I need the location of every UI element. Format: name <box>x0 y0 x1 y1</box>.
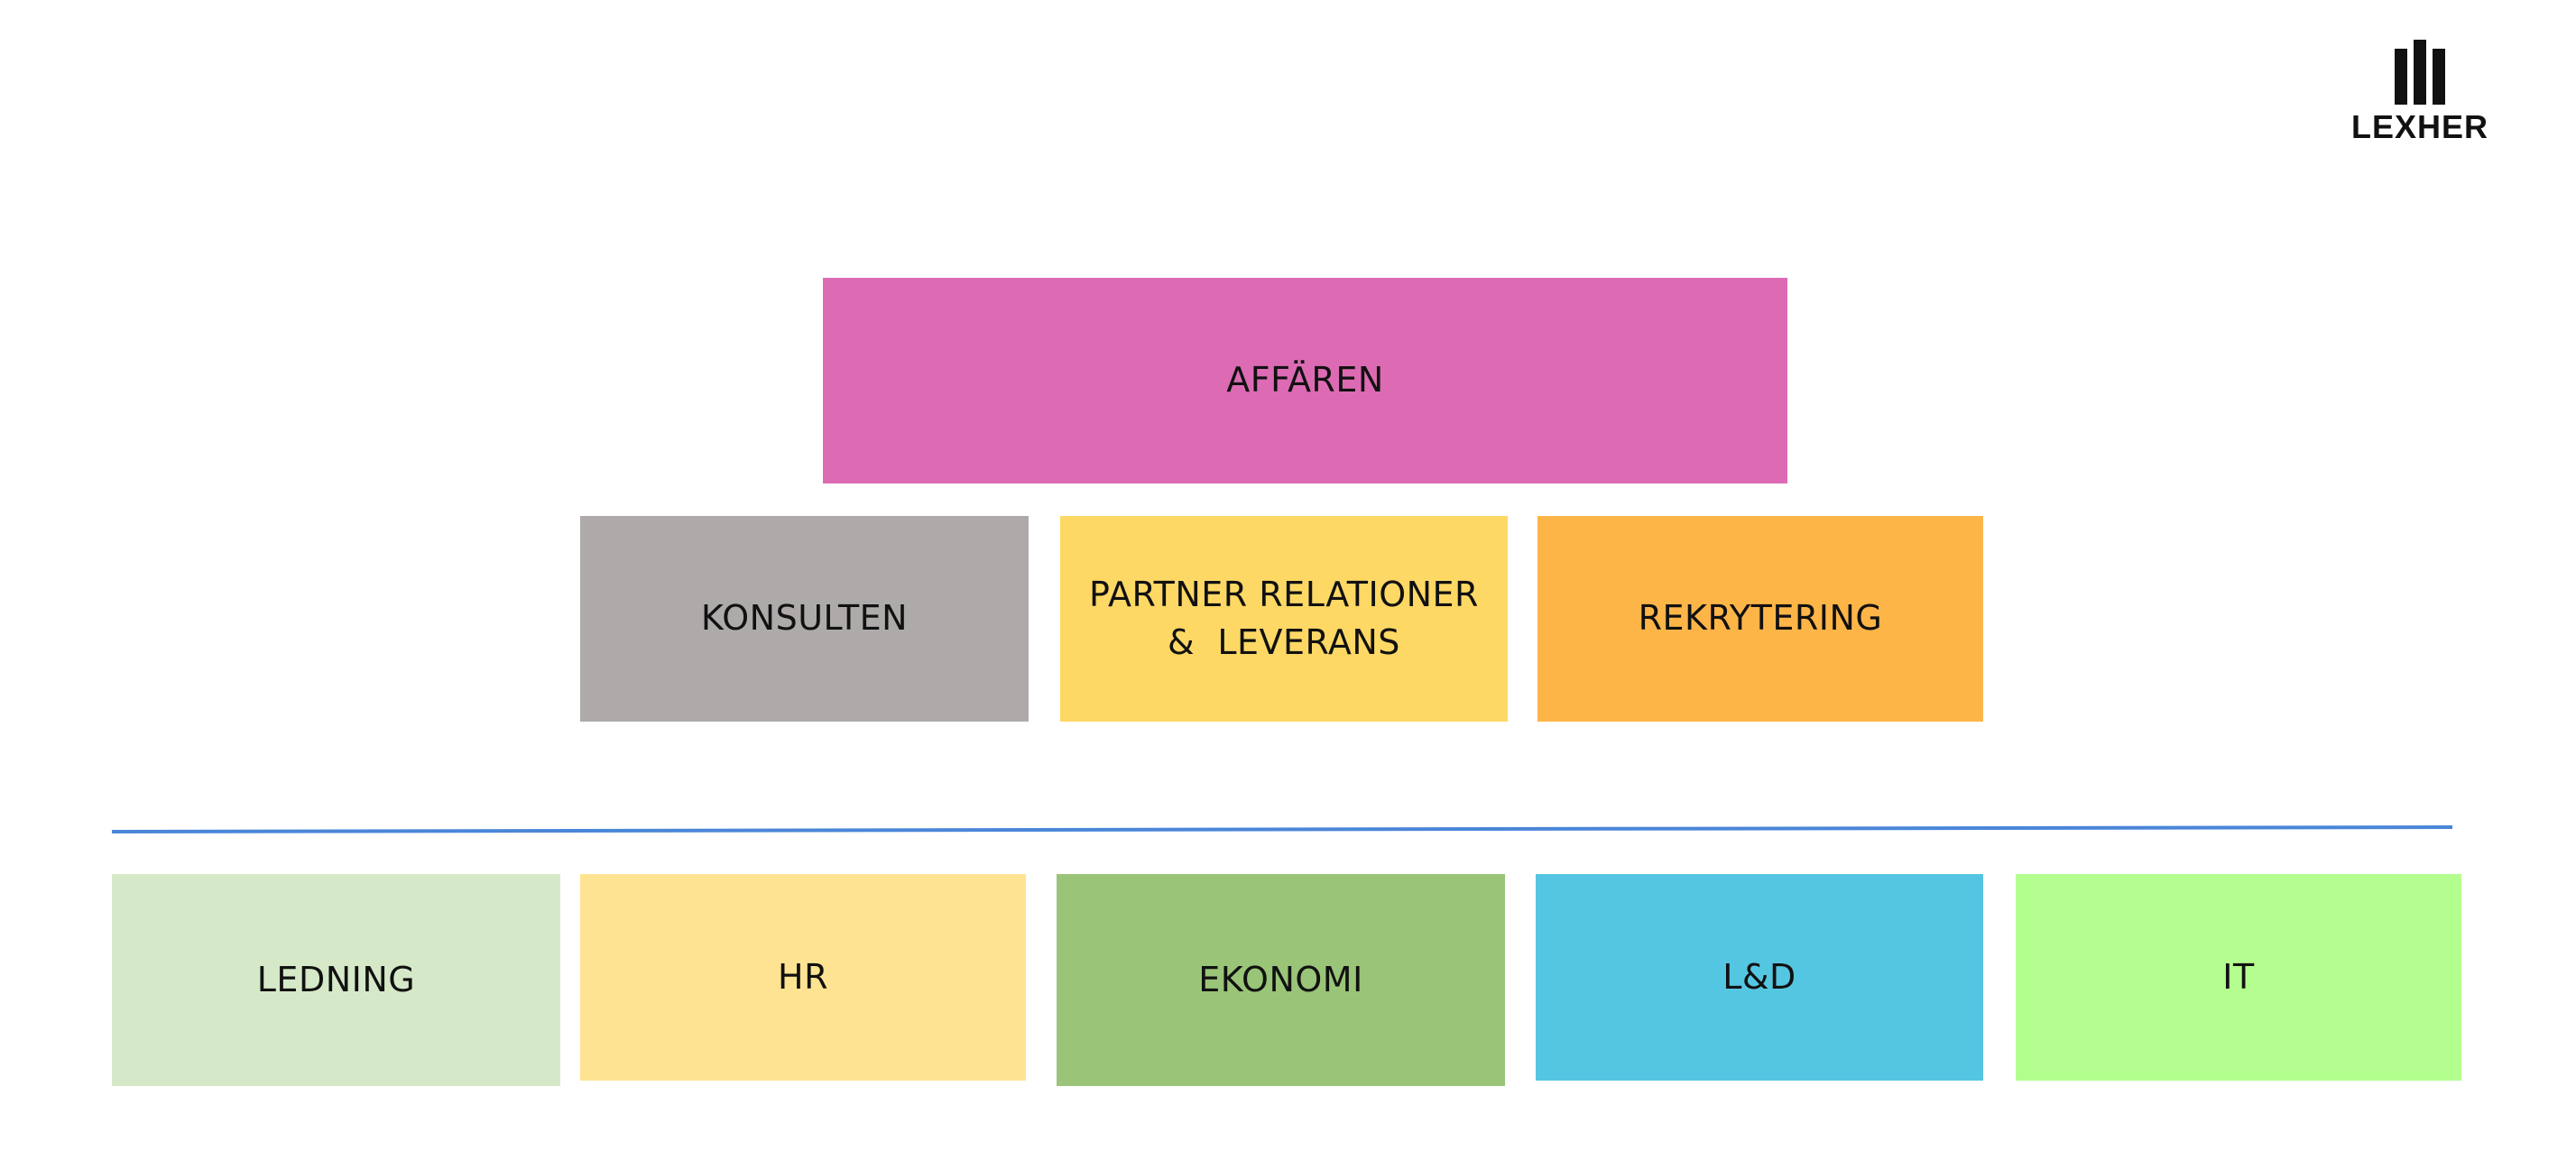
box-ekonomi: EKONOMI <box>1057 874 1505 1086</box>
bar-columns-logo-icon <box>2395 40 2449 105</box>
box-partner-relationer-leverans: PARTNER RELATIONER & LEVERANS <box>1060 516 1508 722</box>
logo-bar <box>2395 49 2407 105</box>
logo-wordmark: LEXHER <box>2351 108 2489 145</box>
box-l-and-d: L&D <box>1536 874 1983 1081</box>
lexher-logo: LEXHER <box>2351 36 2489 153</box>
box-label: REKRYTERING <box>1639 594 1883 642</box>
box-it: IT <box>2016 874 2461 1081</box>
divider-line <box>111 825 2453 833</box>
box-label-line: PARTNER RELATIONER <box>1089 574 1479 614</box>
box-label: L&D <box>1722 956 1796 997</box>
box-label-line: & LEVERANS <box>1168 622 1400 662</box>
box-rekrytering: REKRYTERING <box>1537 516 1983 722</box>
box-konsulten: KONSULTEN <box>580 516 1029 722</box>
box-label: PARTNER RELATIONER & LEVERANS <box>1089 571 1479 667</box>
box-label: KONSULTEN <box>701 594 908 642</box>
box-label-line: KONSULTEN <box>700 598 909 639</box>
box-hr: HR <box>580 874 1026 1081</box>
logo-bar <box>2433 49 2445 105</box>
box-label: IT <box>2222 956 2255 997</box>
box-label: EKONOMI <box>1198 959 1363 999</box>
box-affaren: AFFÄREN <box>823 278 1787 483</box>
box-label-line: REKRYTERING <box>1638 598 1883 639</box>
box-label: HR <box>778 956 828 997</box>
box-label: AFFÄREN <box>1226 360 1384 400</box>
box-label: LEDNING <box>256 959 416 999</box>
logo-bar <box>2414 40 2426 105</box>
box-ledning: LEDNING <box>112 874 560 1086</box>
